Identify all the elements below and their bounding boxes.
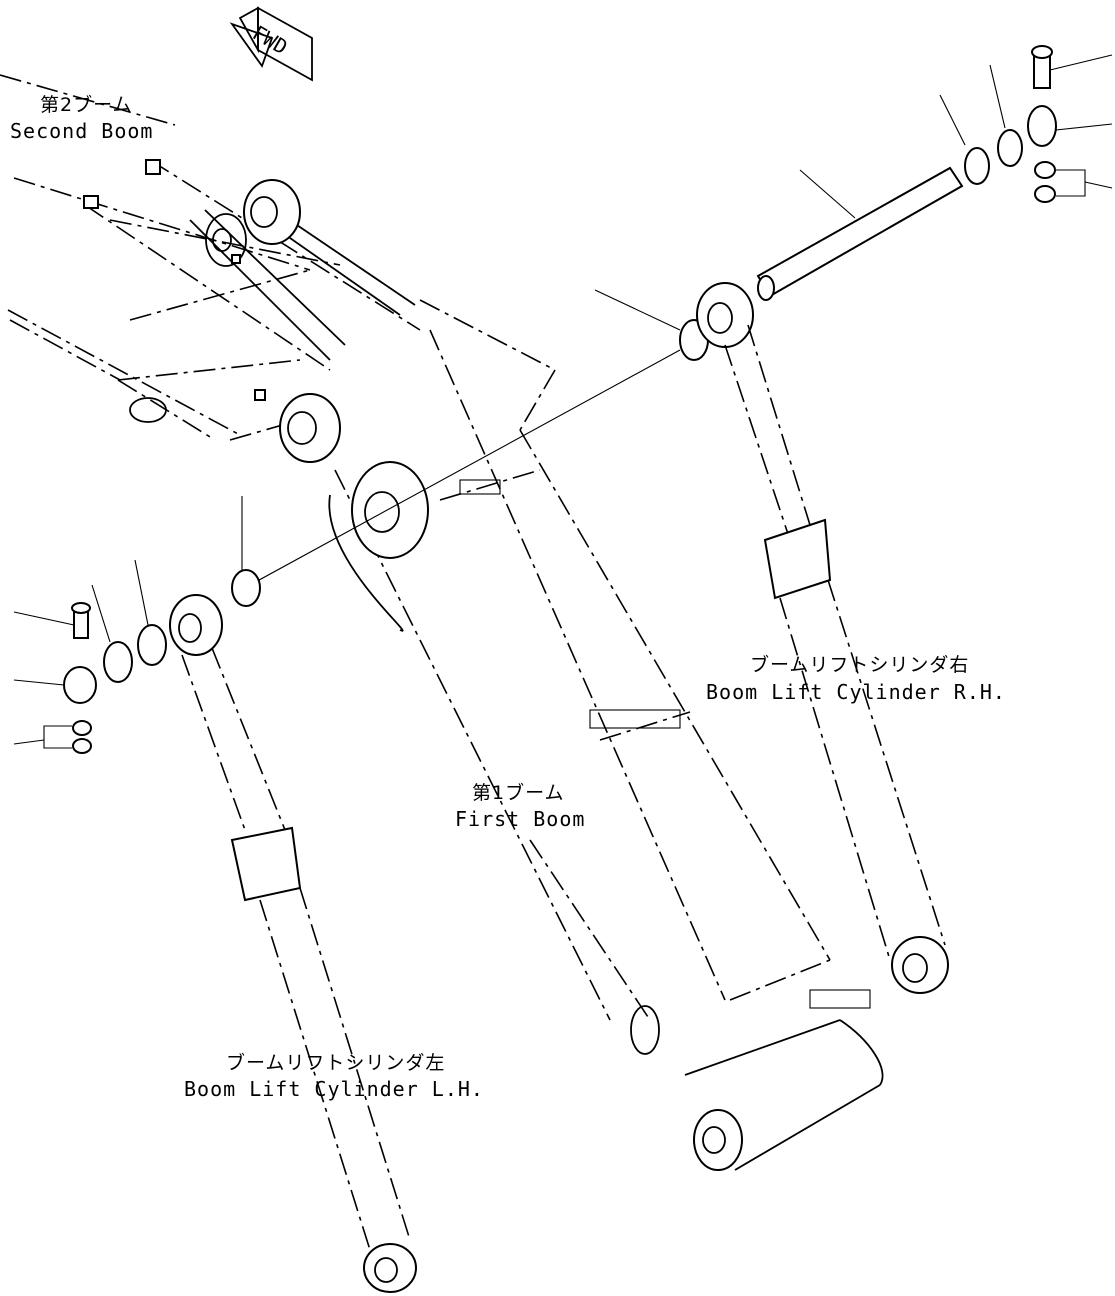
first-boom-label-en: First Boom — [455, 807, 586, 831]
second-boom-label-jp: 第2ブーム — [40, 94, 133, 116]
cylinder-lh-label-jp: ブームリフトシリンダ左 — [226, 1052, 446, 1074]
boom-pin-parts — [756, 45, 1113, 301]
second-boom-label-en: Second Boom — [10, 119, 154, 143]
first-boom-drawing — [328, 299, 884, 1171]
fwd-arrow: FWD — [229, 6, 313, 82]
first-boom-label-jp: 第1ブーム — [472, 782, 565, 804]
cylinder-rh-label-jp: ブームリフトシリンダ右 — [750, 654, 970, 676]
fwd-text: FWD — [248, 21, 291, 60]
boom-lift-cylinder-lh — [13, 496, 417, 1293]
cylinder-lh-label-en: Boom Lift Cylinder L.H. — [184, 1077, 484, 1101]
boom-lift-cylinder-rh — [249, 282, 949, 994]
second-boom-drawing — [0, 74, 421, 463]
cylinder-rh-label-en: Boom Lift Cylinder R.H. — [706, 680, 1006, 704]
